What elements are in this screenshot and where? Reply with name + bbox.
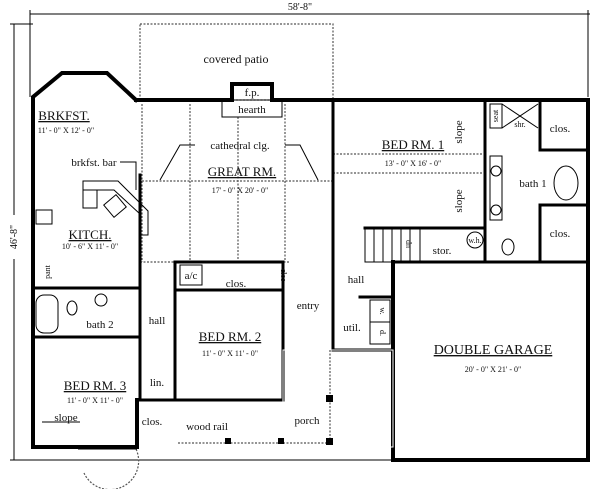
- closet-label: clos.: [226, 278, 247, 290]
- room-size-bed2: 11' - 0" X 11' - 0": [202, 349, 258, 358]
- room-name-bed2: BED RM. 2: [199, 329, 261, 344]
- range-icon: [35, 209, 53, 225]
- water-heater-icon: [466, 231, 484, 249]
- room-size-bed1: 13' - 0" X 16' - 0": [385, 159, 442, 168]
- fireplace-label: f.p.: [245, 87, 260, 99]
- water-heater-label: w.h.: [468, 236, 481, 245]
- dryer: [369, 321, 391, 345]
- overall-width: 58'-8": [288, 2, 312, 13]
- room-name-brkfst: BRKFST.: [38, 108, 89, 123]
- bathtub-icon: [35, 294, 59, 334]
- shower-label: shr.: [514, 120, 525, 129]
- stairs-up-label: up: [403, 240, 412, 248]
- toilet-icon: [501, 238, 515, 256]
- slope-label: slope: [453, 120, 465, 143]
- dryer-label: d.: [378, 330, 387, 336]
- hall-label: hall: [348, 274, 365, 286]
- room-size-great: 17' - 0" X 20' - 0": [212, 186, 269, 195]
- wood-rail-label: wood rail: [186, 421, 228, 433]
- washer-label: w.: [378, 307, 387, 314]
- closet-label: clos.: [550, 123, 571, 135]
- seat-label: seat: [491, 109, 500, 122]
- hall-label: hall: [149, 315, 166, 327]
- linen-label: lin.: [150, 377, 165, 389]
- porch-label: porch: [294, 415, 320, 427]
- room-size-bed3: 11' - 0" X 11' - 0": [67, 396, 123, 405]
- closet-label: clos: [279, 269, 288, 282]
- toilet-icon: [66, 300, 78, 316]
- entry-door-swing: [83, 448, 140, 489]
- interior-walls: [31, 98, 590, 402]
- dimension-lines: [10, 10, 590, 461]
- hearth-label: hearth: [238, 104, 266, 116]
- entry-label: entry: [297, 300, 320, 312]
- bath1-label: bath 1: [519, 178, 546, 190]
- pantry-label: pant: [43, 264, 52, 279]
- hearth: [221, 99, 283, 118]
- bathtub-icon: [553, 165, 579, 201]
- slope-label: slope: [453, 189, 465, 212]
- room-name-kitch: KITCH.: [69, 227, 112, 242]
- overall-depth: 46'-8": [9, 225, 20, 249]
- room-size-kitch: 10' - 6" X 11' - 0": [62, 242, 118, 251]
- utility-label: util.: [343, 322, 361, 334]
- covered-patio-label: covered patio: [204, 52, 269, 66]
- closet-label: clos.: [142, 416, 163, 428]
- room-name-great: GREAT RM.: [208, 164, 276, 179]
- fixtures: [35, 103, 579, 489]
- brkfst-bar-label: brkfst. bar: [71, 157, 117, 169]
- cathedral-ceiling-label: cathedral clg.: [210, 140, 269, 152]
- room-size-garage: 20' - 0" X 21' - 0": [465, 365, 522, 374]
- room-name-garage: DOUBLE GARAGE: [434, 343, 553, 358]
- room-name-bed3: BED RM. 3: [64, 378, 126, 393]
- sink-icon: [94, 293, 108, 307]
- exterior-walls: [31, 71, 590, 462]
- great-room-ceiling-grid: [140, 104, 485, 263]
- closet-label: clos.: [550, 228, 571, 240]
- room-size-brkfst: 11' - 0" X 12' - 0": [38, 126, 94, 135]
- ac-label: a/c: [185, 270, 198, 282]
- bath2-label: bath 2: [86, 319, 113, 331]
- room-name-bed1: BED RM. 1: [382, 137, 444, 152]
- storage-label: stor.: [433, 245, 452, 257]
- slope-label: slope: [54, 412, 77, 424]
